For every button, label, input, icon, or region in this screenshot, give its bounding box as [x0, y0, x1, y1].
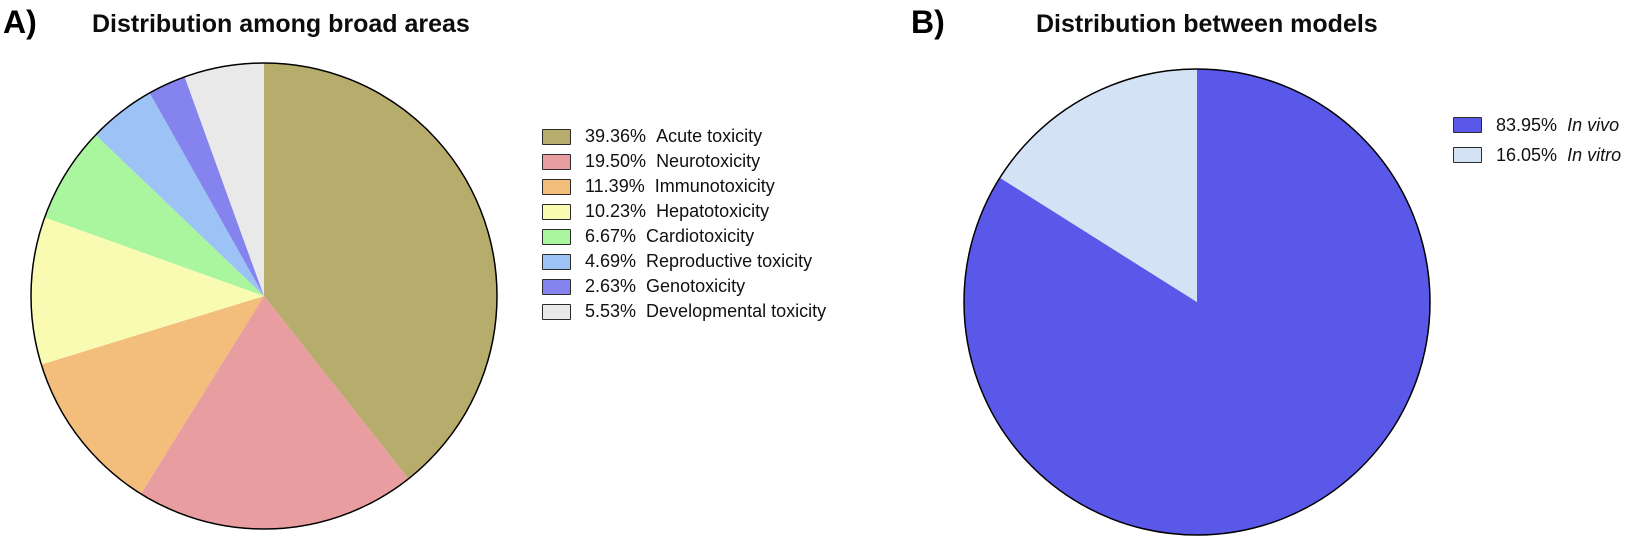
- chart-title-a: Distribution among broad areas: [92, 10, 470, 38]
- legend-percent: 6.67%: [585, 226, 637, 246]
- legend-label: Immunotoxicity: [654, 176, 775, 196]
- legend-percent: 83.95%: [1496, 114, 1558, 135]
- legend-swatch-in-vivo: [1453, 117, 1482, 133]
- legend-percent: 2.63%: [585, 276, 637, 296]
- legend-swatch-reproductive-toxicity: [542, 253, 571, 270]
- legend-swatch-neurotoxicity: [542, 153, 571, 170]
- legend-item-genotoxicity: 2.63% Genotoxicity: [542, 274, 826, 299]
- legend-percent: 39.36%: [585, 126, 647, 146]
- legend-percent: 19.50%: [585, 151, 647, 171]
- panel-label-a: A): [3, 4, 37, 40]
- legend-label: Acute toxicity: [656, 126, 763, 146]
- pie-slice-cardiotoxicity: [44, 134, 265, 296]
- pie-slice-reproductive-toxicity: [95, 92, 264, 297]
- legend-swatch-cardiotoxicity: [542, 228, 571, 245]
- panel-label-b: B): [911, 4, 945, 40]
- legend-percent: 11.39%: [585, 176, 645, 196]
- pie-outline: [963, 68, 1431, 536]
- legend-swatch-genotoxicity: [542, 278, 571, 295]
- pie-outline: [30, 62, 498, 530]
- legend-models: 83.95% In vivo 16.05% In vitro: [1453, 110, 1621, 170]
- legend-item-immunotoxicity: 11.39% Immunotoxicity: [542, 174, 826, 199]
- legend-item-developmental-toxicity: 5.53% Developmental toxicity: [542, 299, 826, 324]
- pie-slice-developmental-toxicity: [184, 63, 264, 296]
- legend-label: In vitro: [1567, 144, 1622, 165]
- legend-item-acute-toxicity: 39.36% Acute toxicity: [542, 124, 826, 149]
- pie-slice-immunotoxicity: [41, 296, 264, 494]
- legend-swatch-hepatotoxicity: [542, 203, 571, 220]
- pie-chart-broad-areas: [30, 62, 498, 530]
- pie-slice-acute-toxicity: [264, 63, 497, 479]
- legend-label: In vivo: [1567, 114, 1620, 135]
- legend-swatch-acute-toxicity: [542, 128, 571, 145]
- legend-item-reproductive-toxicity: 4.69% Reproductive toxicity: [542, 249, 826, 274]
- pie-slice-neurotoxicity: [140, 296, 409, 529]
- legend-label: Neurotoxicity: [656, 151, 761, 171]
- legend-swatch-in-vitro: [1453, 147, 1482, 163]
- legend-label: Genotoxicity: [646, 276, 746, 296]
- legend-swatch-immunotoxicity: [542, 178, 571, 195]
- legend-percent: 16.05%: [1496, 144, 1558, 165]
- legend-label: Reproductive toxicity: [646, 251, 813, 271]
- legend-item-in-vitro: 16.05% In vitro: [1453, 140, 1621, 170]
- legend-percent: 10.23%: [585, 201, 647, 221]
- legend-swatch-developmental-toxicity: [542, 303, 571, 320]
- legend-percent: 4.69%: [585, 251, 637, 271]
- pie-chart-models: [963, 68, 1431, 536]
- legend-item-in-vivo: 83.95% In vivo: [1453, 110, 1621, 140]
- legend-label: Cardiotoxicity: [646, 226, 755, 246]
- legend-label: Developmental toxicity: [646, 301, 827, 321]
- pie-slice-genotoxicity: [149, 76, 264, 296]
- legend-item-hepatotoxicity: 10.23% Hepatotoxicity: [542, 199, 826, 224]
- legend-item-cardiotoxicity: 6.67% Cardiotoxicity: [542, 224, 826, 249]
- pie-slice-in-vitro: [999, 69, 1197, 302]
- chart-title-b: Distribution between models: [1036, 10, 1378, 38]
- legend-item-neurotoxicity: 19.50% Neurotoxicity: [542, 149, 826, 174]
- pie-slice-in-vivo: [963, 69, 1430, 535]
- legend-percent: 5.53%: [585, 301, 637, 321]
- legend-label: Hepatotoxicity: [656, 201, 770, 221]
- pie-slice-hepatotoxicity: [31, 217, 264, 365]
